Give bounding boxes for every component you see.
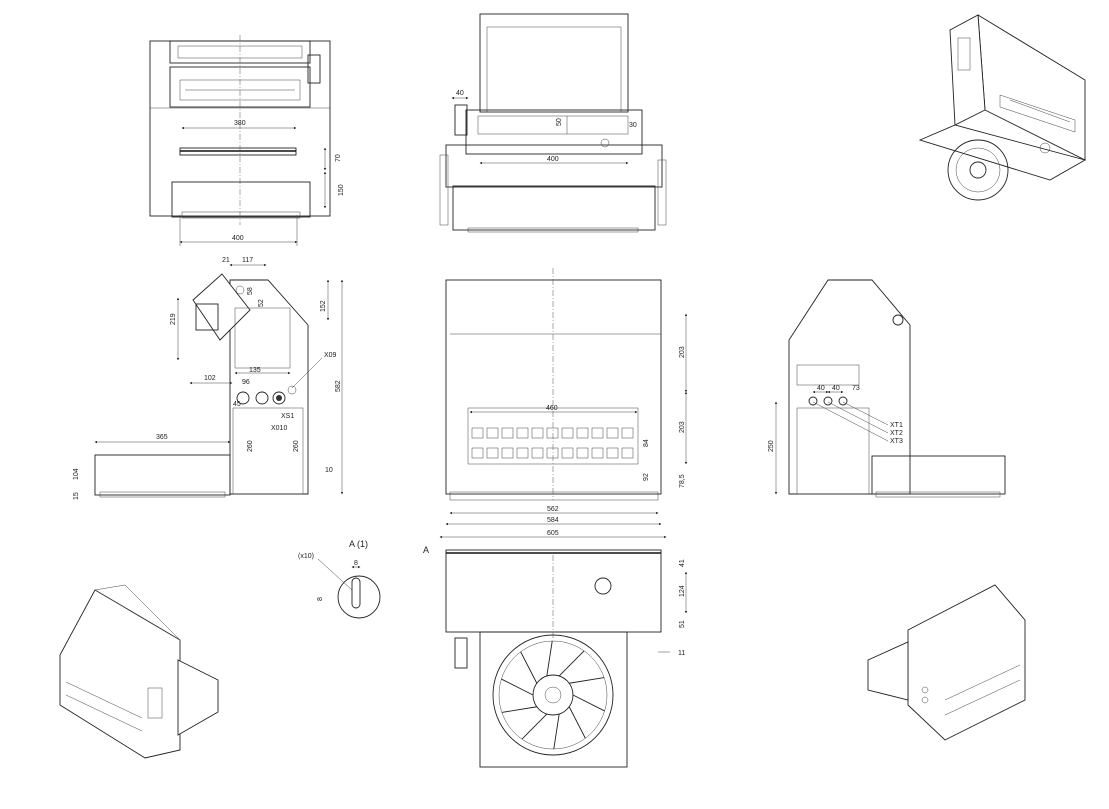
grille-slot: [501, 447, 514, 459]
dim-92: 92: [643, 473, 650, 481]
grille-slot: [471, 447, 484, 459]
label-xt2: XT2: [890, 430, 903, 437]
view-bottom: A 41 124 51 11: [423, 545, 688, 768]
dim-45: 45: [233, 401, 241, 408]
grille-slot: [531, 427, 544, 439]
bottom-dim-51: 51: [679, 620, 686, 628]
grille-slot: [576, 447, 589, 459]
fan-blade: [558, 650, 585, 677]
grille-slot: [471, 427, 484, 439]
dim-203-a: 203: [679, 346, 686, 358]
view-iso-bottom-right: [867, 584, 1026, 741]
grille-slot: [486, 427, 499, 439]
dim-250: 250: [768, 440, 775, 452]
dim-562: 562: [547, 506, 559, 513]
grille-slot: [486, 447, 499, 459]
bottom-dim-11: 11: [678, 650, 685, 657]
dim-102: 102: [204, 375, 216, 382]
view-detail-a: A (1) (x10) 8 8: [298, 539, 381, 619]
detail-scale-note: (x10): [298, 553, 314, 560]
grille-slot: [606, 447, 619, 459]
dim-117: 117: [242, 257, 253, 264]
dim-584: 584: [547, 517, 559, 524]
dim-400-center: 400: [547, 156, 559, 163]
dim-10: 10: [325, 467, 333, 474]
grille-slot: [561, 447, 574, 459]
view-marker-a: A: [423, 545, 429, 555]
grille-slot: [501, 427, 514, 439]
grille-slot: [621, 427, 634, 439]
grille-slot: [591, 447, 604, 459]
fan-blade: [521, 713, 548, 740]
fan-blade: [568, 706, 586, 739]
dim-203-b: 203: [679, 421, 686, 433]
view-iso-bottom-left: [59, 584, 219, 759]
dim-21: 21: [222, 257, 230, 264]
dim-40-top: 40: [456, 90, 464, 97]
dim-40-a: 40: [817, 385, 825, 392]
dim-260-a: 260: [247, 440, 254, 452]
dim-104: 104: [73, 468, 80, 480]
label-x09: X09: [324, 352, 337, 359]
fan-blade: [546, 640, 553, 677]
grille-slot: [516, 447, 529, 459]
dim-150: 150: [338, 184, 345, 196]
detail-dim-8-a: 8: [354, 560, 358, 567]
dim-70: 70: [335, 154, 342, 162]
grille-slot: [561, 427, 574, 439]
dim-30: 30: [629, 122, 637, 129]
fan-blade: [501, 706, 537, 713]
label-xt3: XT3: [890, 438, 903, 445]
fan-blade: [501, 678, 534, 696]
view-side-right: 40 40 73 250 XT1 XT2 XT3: [768, 279, 1006, 498]
view-side-left: 21 117 58 52 219 152 135 102 96 45 582 3…: [73, 257, 344, 500]
dim-219: 219: [170, 313, 177, 325]
grille-slot: [516, 427, 529, 439]
fan-blade: [520, 651, 538, 684]
fan-blade: [572, 694, 605, 712]
dim-380: 380: [234, 120, 246, 127]
dim-96: 96: [242, 379, 250, 386]
dim-152: 152: [320, 300, 327, 312]
dim-50: 50: [556, 118, 563, 126]
dim-15: 15: [73, 492, 80, 500]
bottom-dim-124: 124: [679, 585, 686, 597]
dim-785: 78,5: [679, 474, 686, 488]
fan-blade: [569, 677, 605, 684]
label-xt1: XT1: [890, 422, 903, 429]
label-xs1: XS1: [281, 413, 294, 420]
label-x010: X010: [271, 425, 287, 432]
dim-365: 365: [156, 434, 168, 441]
dim-135: 135: [249, 367, 261, 374]
dim-460: 460: [546, 405, 558, 412]
view-iso-top-right: [918, 14, 1087, 201]
dim-605: 605: [547, 530, 559, 537]
dim-84: 84: [643, 439, 650, 447]
grille-slot: [621, 447, 634, 459]
grille-slot: [546, 447, 559, 459]
fan-blades: [501, 640, 605, 750]
grille-slot: [531, 447, 544, 459]
grille-slot: [546, 427, 559, 439]
dim-260-b: 260: [293, 440, 300, 452]
dim-40-b: 40: [832, 385, 840, 392]
view-top-left: 380 70 150 400: [149, 35, 345, 246]
detail-dim-8-b: 8: [317, 597, 324, 601]
dim-400: 400: [232, 235, 244, 242]
front-grille: [471, 427, 634, 459]
dim-58: 58: [247, 287, 254, 295]
dim-52: 52: [258, 299, 265, 307]
grille-slot: [591, 427, 604, 439]
detail-title: A (1): [349, 539, 368, 549]
grille-slot: [606, 427, 619, 439]
dim-582: 582: [335, 380, 342, 392]
grille-slot: [576, 427, 589, 439]
dim-73: 73: [852, 385, 860, 392]
fan-blade: [553, 713, 560, 750]
view-front: 203 203 78,5 460 84 92 562 584 605: [439, 268, 688, 539]
bottom-dim-41: 41: [679, 559, 686, 567]
view-top-center: 400 40 30 50: [439, 13, 667, 233]
